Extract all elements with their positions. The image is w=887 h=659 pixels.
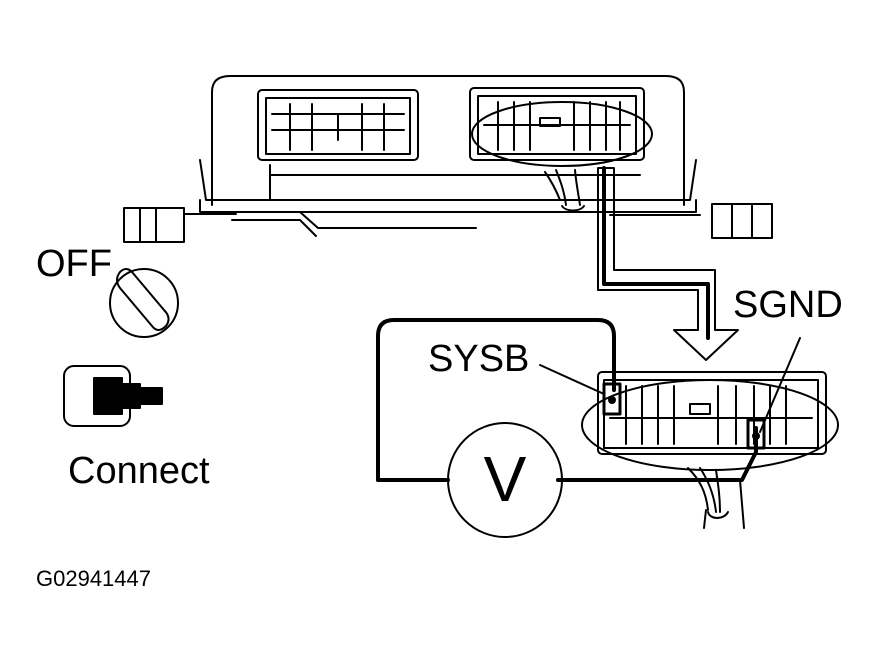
sgnd-leader: [759, 337, 801, 433]
ignition-switch-off-icon: [109, 268, 179, 338]
right-mount-tab: [711, 203, 773, 239]
voltmeter-label: V: [483, 443, 527, 515]
voltmeter-icon: [447, 422, 563, 538]
zoom-arrow: [597, 166, 739, 361]
enlarged-connector: [581, 371, 839, 529]
ecu-unit: [123, 75, 773, 243]
off-label: OFF: [36, 243, 112, 285]
ecu-harness: [544, 169, 585, 212]
ecu-connector-right: [469, 87, 653, 167]
sgnd-label: SGND: [733, 284, 843, 326]
ecu-connector-left: [257, 89, 419, 161]
sysb-label: SYSB: [428, 338, 530, 380]
connector-connect-icon: [63, 365, 163, 427]
sysb-leader: [539, 364, 605, 395]
connect-label: Connect: [68, 450, 210, 492]
figure-code: G02941447: [36, 566, 151, 591]
sgnd-terminal: [746, 418, 766, 450]
left-mount-tab: [123, 207, 237, 243]
